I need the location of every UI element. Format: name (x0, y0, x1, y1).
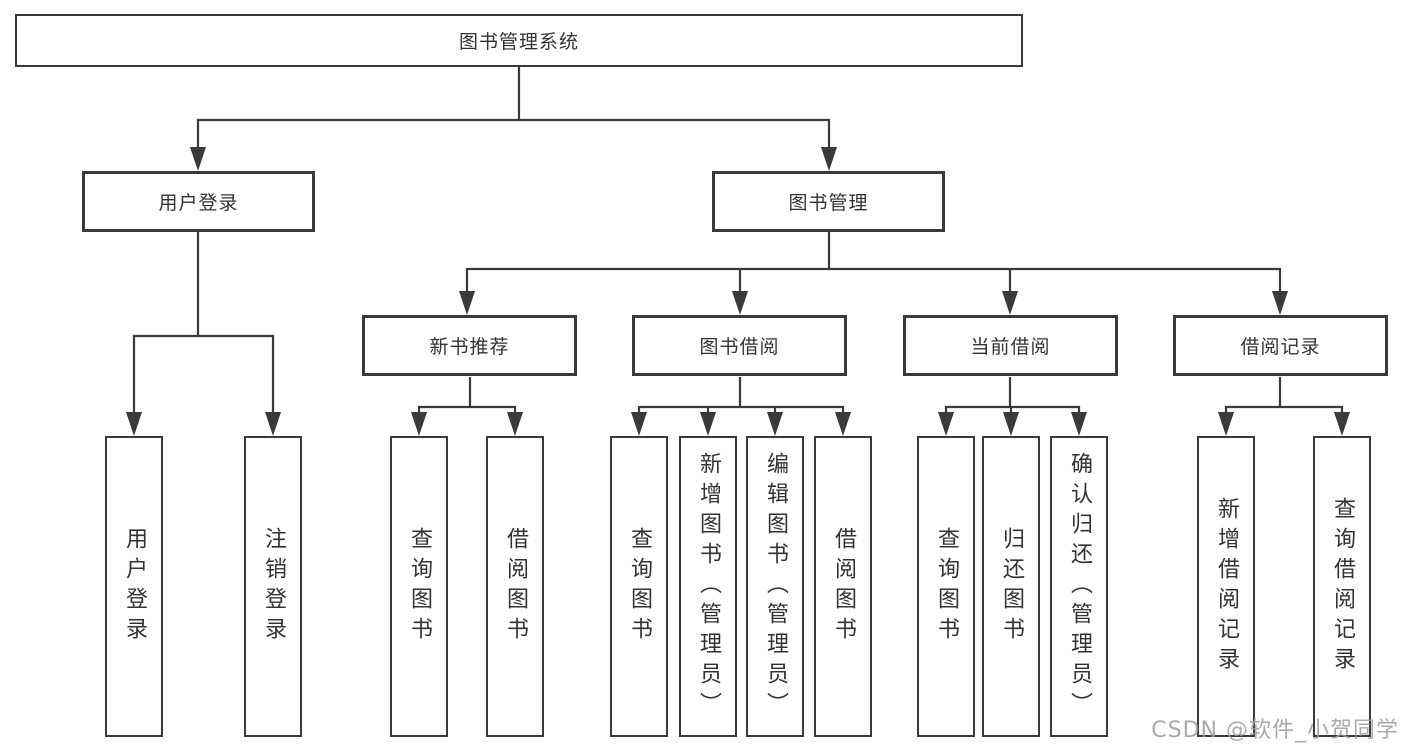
node-book-management: 图书管理 (712, 171, 945, 232)
node-root-system: 图书管理系统 (15, 14, 1023, 67)
node-new-book-recommend: 新书推荐 (362, 315, 577, 376)
leaf-confirm-return-admin: 确认归还（管理员） (1050, 436, 1108, 737)
node-current-borrow: 当前借阅 (903, 315, 1118, 376)
leaf-return-book: 归还图书 (982, 436, 1040, 737)
csdn-watermark: CSDN @软件_小贺同学 (1151, 718, 1399, 743)
leaf-query-borrow-record: 查询借阅记录 (1313, 436, 1371, 737)
leaf-borrow-book-recommend: 借阅图书 (486, 436, 544, 737)
node-user-login: 用户登录 (82, 171, 315, 232)
leaf-query-book-recommend: 查询图书 (390, 436, 448, 737)
leaf-user-login: 用户登录 (105, 436, 163, 737)
arrowheads (126, 147, 1350, 436)
leaf-edit-book-admin: 编辑图书（管理员） (746, 436, 804, 737)
leaf-add-book-admin: 新增图书（管理员） (679, 436, 737, 737)
node-book-borrow: 图书借阅 (632, 315, 847, 376)
leaf-borrow-book-borrow: 借阅图书 (814, 436, 872, 737)
leaf-logout: 注销登录 (244, 436, 302, 737)
leaf-add-borrow-record: 新增借阅记录 (1197, 436, 1255, 737)
leaf-query-book-borrow: 查询图书 (610, 436, 668, 737)
leaf-query-book-current: 查询图书 (917, 436, 975, 737)
node-borrow-records: 借阅记录 (1173, 315, 1388, 376)
